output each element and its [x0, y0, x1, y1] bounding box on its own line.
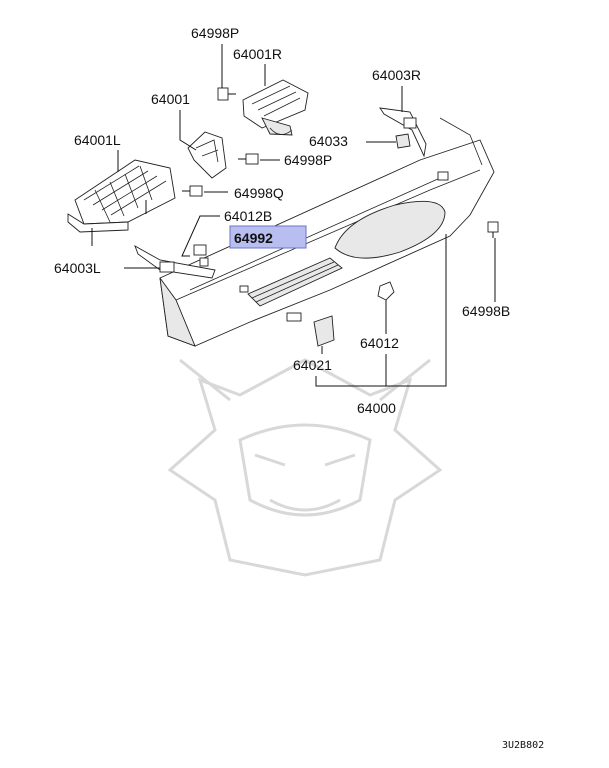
bolt-64998B[interactable] — [487, 221, 499, 238]
clip-64992[interactable] — [193, 244, 209, 267]
label-64998P-top[interactable]: 64998P — [191, 25, 239, 41]
rear-bumper[interactable] — [159, 117, 495, 347]
leader-lines — [117, 44, 496, 387]
bolt-64998P-top[interactable] — [217, 87, 236, 101]
label-64998Q[interactable]: 64998Q — [234, 185, 284, 201]
label-64998B[interactable]: 64998B — [462, 303, 510, 319]
label-64001L[interactable]: 64001L — [74, 132, 121, 148]
label-64021[interactable]: 64021 — [293, 357, 332, 373]
label-64033[interactable]: 64033 — [309, 133, 348, 149]
bolt-64998P-mid[interactable] — [238, 153, 259, 165]
label-64012B[interactable]: 64012B — [224, 208, 272, 224]
stay-64003L[interactable] — [134, 245, 216, 279]
bracket-64001[interactable] — [187, 131, 227, 179]
bolt-64998Q[interactable] — [182, 185, 203, 197]
label-64012[interactable]: 64012 — [360, 335, 399, 351]
diagram-code: 3U2B802 — [502, 740, 544, 751]
label-64003L[interactable]: 64003L — [54, 260, 101, 276]
label-64001R[interactable]: 64001R — [233, 46, 282, 62]
label-64998P-mid[interactable]: 64998P — [284, 152, 332, 168]
bracket-64001L[interactable] — [67, 159, 176, 246]
plate-64021[interactable] — [313, 315, 335, 347]
label-64003R[interactable]: 64003R — [372, 67, 421, 83]
labels: 64998P 64001R 64003R 64001 64033 64998P … — [54, 25, 544, 751]
bracket-64001R[interactable] — [242, 79, 309, 136]
watermark-emblem — [167, 358, 443, 577]
label-64992[interactable]: 64992 — [234, 230, 273, 246]
pad-64033[interactable] — [395, 133, 411, 149]
label-64000[interactable]: 64000 — [357, 400, 396, 416]
label-64001[interactable]: 64001 — [151, 91, 190, 107]
clip-64012[interactable] — [377, 281, 395, 301]
stay-64003R[interactable] — [379, 107, 427, 158]
highlight-box-64992 — [229, 225, 307, 249]
